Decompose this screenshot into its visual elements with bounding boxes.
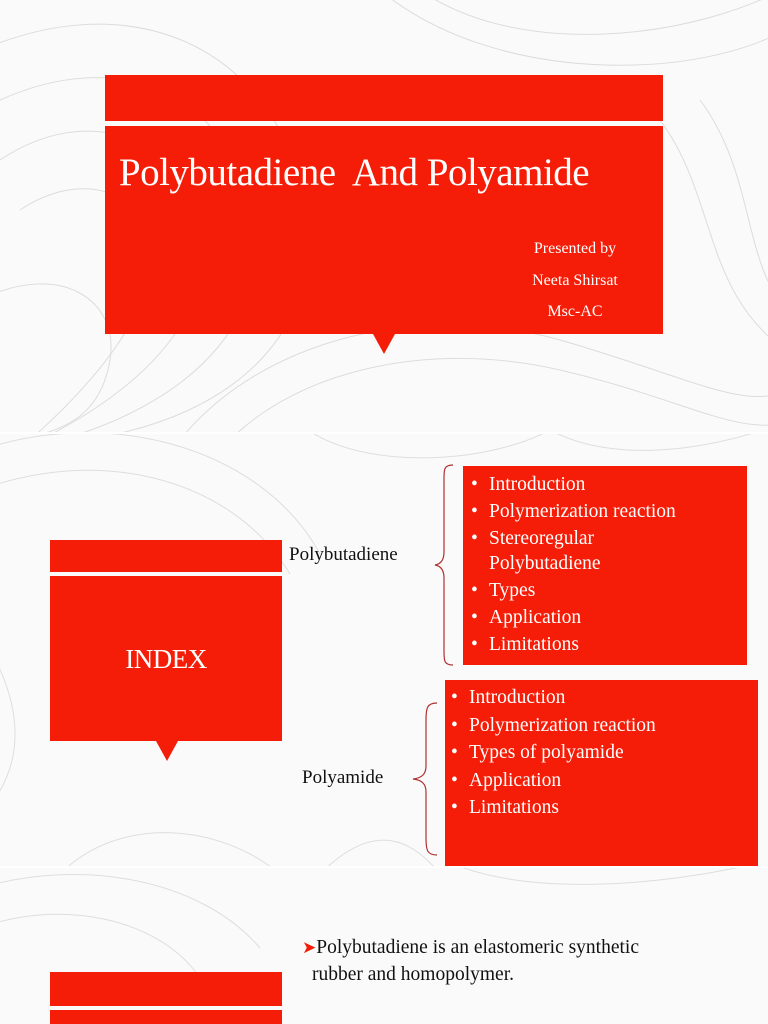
index-heading: INDEX — [125, 644, 207, 674]
index-panel: INDEX — [50, 576, 282, 741]
index-top-bar — [50, 540, 282, 572]
title-slide: Polybutadiene And Polyamide Presented by… — [0, 0, 768, 432]
intro-bullet-line2: rubber and homopolymer. — [312, 964, 514, 985]
intro-bullet-line1: Polybutadiene is an elastomeric syntheti… — [316, 937, 639, 958]
intro-top-bar — [50, 972, 282, 1006]
arrow-bullet-icon: ➤ — [302, 938, 317, 957]
curly-brace-icon — [412, 702, 438, 856]
list-item: Introduction — [471, 472, 747, 497]
slide-title: Polybutadiene And Polyamide — [118, 151, 590, 194]
list-item: Polymerization reaction — [451, 713, 758, 739]
intro-panel — [50, 1010, 282, 1024]
background-swirl-pattern — [0, 434, 752, 866]
polyamide-topic-list: Introduction Polymerization reaction Typ… — [445, 680, 758, 866]
list-item: Types of polyamide — [451, 740, 758, 766]
presented-by-label: Presented by — [533, 240, 617, 257]
polyamide-group-label: Polyamide — [302, 767, 384, 788]
list-item: Application — [451, 768, 758, 794]
polybutadiene-topic-list: Introduction Polymerization reaction Ste… — [463, 466, 747, 665]
index-pointer-triangle — [156, 741, 178, 761]
list-item: Types — [471, 578, 747, 603]
presenter-course: Msc-AC — [547, 303, 603, 320]
background-swirl-pattern — [0, 0, 768, 432]
list-item: Application — [471, 605, 747, 630]
list-item: Limitations — [451, 795, 758, 821]
title-panel: Polybutadiene And Polyamide Presented by… — [105, 126, 663, 334]
index-slide: INDEX Polybutadiene Introduction Polymer… — [0, 434, 768, 866]
list-item: Stereoregular Polybutadiene — [471, 526, 661, 576]
background-swirl-pattern — [0, 868, 738, 979]
list-item: Introduction — [451, 685, 758, 711]
intro-bullet-text: ➤Polybutadiene is an elastomeric synthet… — [302, 934, 732, 988]
list-item: Polymerization reaction — [471, 499, 747, 524]
title-top-bar — [105, 75, 663, 121]
list-item: Limitations — [471, 632, 747, 657]
polybutadiene-group-label: Polybutadiene — [289, 544, 398, 565]
presenter-name: Neeta Shirsat — [532, 272, 618, 289]
intro-slide: ➤Polybutadiene is an elastomeric synthet… — [0, 868, 768, 1024]
curly-brace-icon — [434, 464, 454, 666]
title-pointer-triangle — [373, 334, 395, 354]
